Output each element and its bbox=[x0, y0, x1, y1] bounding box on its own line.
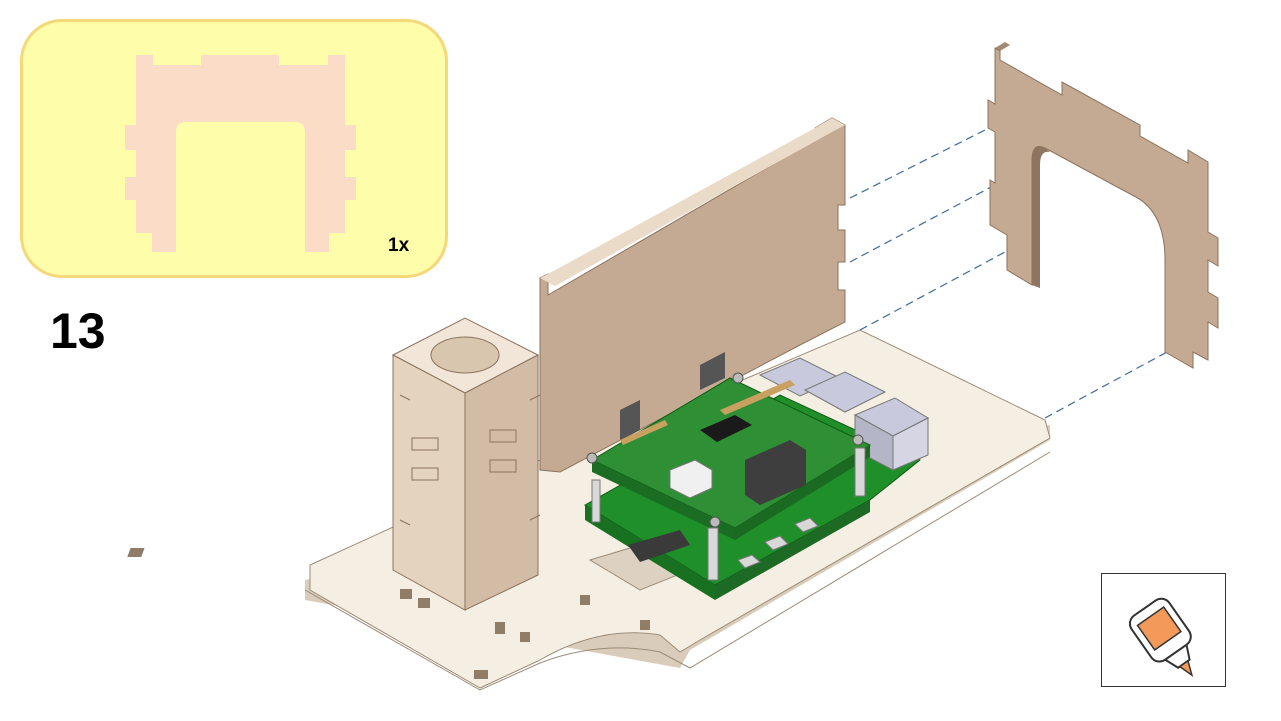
tower-block bbox=[391, 317, 541, 611]
glue-bottle-icon-box bbox=[1101, 573, 1226, 687]
part-quantity-label: 1x bbox=[388, 235, 410, 256]
step-number: 13 bbox=[50, 303, 106, 359]
back-wall-panel bbox=[539, 117, 846, 473]
front-panel bbox=[987, 42, 1219, 369]
parts-list-panel: 1x bbox=[20, 19, 448, 278]
raspberry-pi-with-hat bbox=[584, 352, 930, 600]
front-panel-part-preview bbox=[125, 55, 356, 252]
glue-bottle-icon bbox=[1128, 597, 1194, 678]
alignment-guides bbox=[849, 124, 1181, 419]
